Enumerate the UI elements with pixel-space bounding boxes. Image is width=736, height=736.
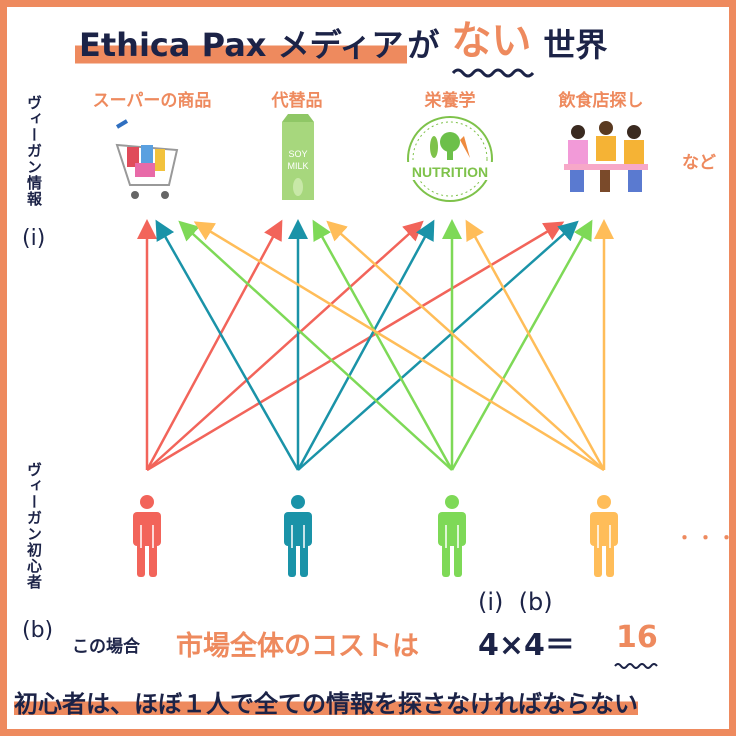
arrow-person1-to-category4: [146, 221, 565, 472]
arrow-person4-to-category1: [193, 221, 605, 472]
person-icon: [284, 495, 312, 577]
svg-text:NUTRITION: NUTRITION: [412, 164, 488, 180]
nutrition-icon: NUTRITION: [406, 116, 494, 202]
etc-label: など: [682, 153, 716, 173]
footer-message: 初心者は、ほぼ１人で全ての情報を探さなければならない: [14, 684, 638, 719]
formula-prefix: この場合: [72, 637, 140, 657]
shopping-cart-icon: [115, 119, 179, 199]
arrow-person4-to-category2: [326, 220, 605, 471]
person-icon: [590, 495, 618, 577]
arrow-person4-to-category3: [465, 219, 606, 471]
formula-expression: 4×4＝: [478, 628, 575, 663]
formula-highlight: 市場全体のコストは: [176, 631, 419, 662]
formula-result: 16: [616, 620, 658, 655]
category-nutrition: 栄養学: [424, 91, 476, 111]
arrow-person2-to-category3: [296, 219, 435, 471]
title-brand: Ethica Pax メディア: [75, 20, 408, 66]
title-ga: が: [407, 26, 440, 64]
page-title: Ethica Pax メディア が ない 世界: [75, 8, 608, 78]
arrow-person1-to-category3: [146, 220, 424, 471]
result-underline-icon: [614, 663, 658, 669]
arrow-person3-to-category1: [178, 220, 453, 471]
svg-text:SOY: SOY: [288, 149, 307, 159]
arrow-person2-to-category4: [297, 220, 579, 471]
title-emphasis: ない: [451, 8, 535, 78]
arrow-person3-to-category2: [312, 219, 454, 471]
beginner-symbol: (b): [22, 618, 54, 643]
svg-text:MILK: MILK: [287, 161, 308, 171]
wavy-underline-icon: [452, 68, 535, 78]
info-symbol: (i): [22, 226, 46, 251]
category-supermarket: スーパーの商品: [92, 91, 212, 111]
arrow-person2-to-category1: [155, 219, 300, 471]
arrow-person3-to-category4: [450, 219, 593, 471]
person-icon: [438, 495, 466, 577]
info-axis-label: ヴィーガン情報: [25, 95, 43, 207]
category-restaurant: 飲食店探し: [558, 91, 644, 111]
formula-labels: (i) (b): [478, 588, 553, 616]
beginner-axis-label: ヴィーガン初心者: [25, 462, 43, 590]
category-alternatives: 代替品: [271, 91, 323, 111]
arrow-person1-to-category2: [145, 219, 283, 471]
more-people-ellipsis: ・・・: [676, 529, 736, 549]
person-icon: [133, 495, 161, 577]
soy-milk-icon: SOY MILK: [282, 114, 314, 200]
title-world: 世界: [543, 26, 608, 64]
restaurant-people-icon: [564, 121, 648, 192]
